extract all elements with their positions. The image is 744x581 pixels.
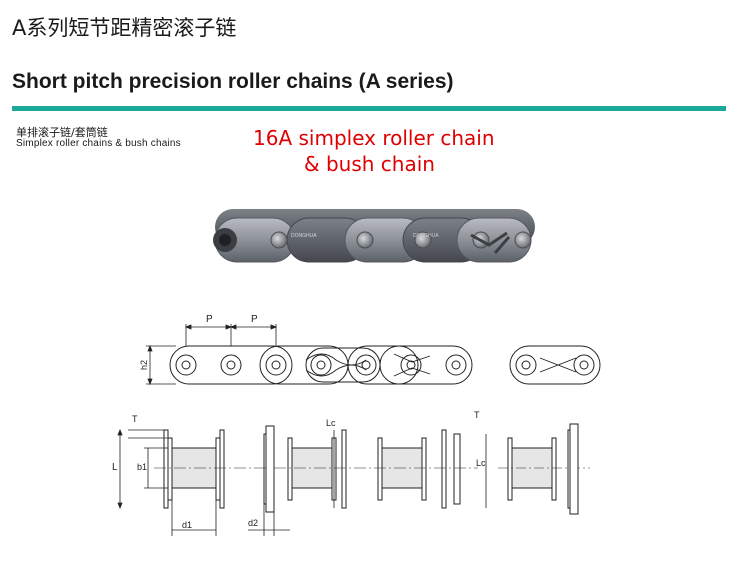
pitch-dimension: P P [184, 314, 278, 346]
h2-dimension: h2 [139, 344, 176, 386]
pitch-label-2: P [251, 314, 258, 325]
connecting-link-end-view [509, 345, 601, 385]
h2-label: h2 [139, 360, 149, 370]
model-caption-line1: 16A simplex roller chain [253, 126, 495, 150]
L-dimension: L [112, 428, 123, 510]
page-title-chinese: A系列短节距精密滚子链 [12, 16, 237, 40]
photo-plate-marking: DONGHUA [291, 233, 317, 239]
d1-dimension: d1 [171, 500, 217, 536]
model-caption-line2: & bush chain [304, 152, 435, 176]
d1-label: d1 [182, 520, 192, 530]
side-view-plates [169, 345, 473, 385]
section-subtitle-english: Simplex roller chains & bush chains [16, 138, 181, 149]
side-view-rollers [175, 354, 467, 376]
d2-dimension: d2 [248, 504, 290, 536]
photo-plate-marking-2: DONGHUA [413, 233, 439, 239]
Lc-label-2: Lc [476, 458, 486, 468]
photo-spring-clip [470, 231, 511, 254]
T-label: T [132, 414, 138, 424]
b1-label: b1 [137, 462, 147, 472]
title-underline [12, 106, 726, 111]
section-subtitle-chinese: 单排滚子链/套筒链 [16, 126, 108, 139]
T-dimension-left: T [128, 414, 168, 439]
L-label: L [112, 462, 118, 473]
pitch-label: P [206, 314, 213, 325]
page-title-english: Short pitch precision roller chains (A s… [12, 70, 454, 93]
photo-front-plates [214, 217, 532, 263]
chain-side-view-drawing: P P h2 [139, 314, 601, 386]
Lc-label: Lc [326, 418, 336, 428]
d2-label: d2 [248, 518, 258, 528]
connecting-link-top-view [498, 423, 590, 515]
side-view-clips [305, 353, 431, 377]
chain-top-view-drawing: T L b1 Lc Lc T [112, 410, 590, 536]
T-label-2: T [474, 410, 480, 420]
top-view-pins [154, 425, 478, 513]
Lc-dimension: Lc Lc T [326, 410, 487, 508]
chain-product-photo: DONGHUA DONGHUA [213, 209, 535, 263]
